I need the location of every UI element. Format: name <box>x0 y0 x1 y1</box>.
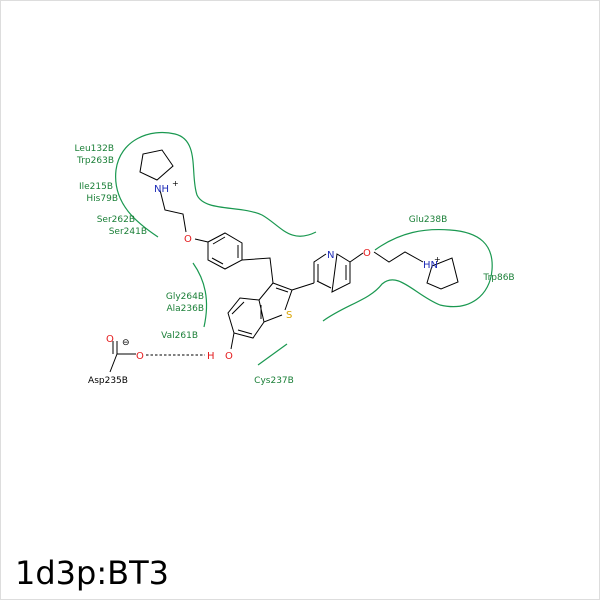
residue-trp86b: Trp86B <box>482 273 514 283</box>
biaryl-bond <box>291 282 315 291</box>
atom-o-ether-left: O <box>184 234 192 245</box>
atom-labels: NH + HN + O O N S O H O O ⊖ Asp235B <box>88 179 441 386</box>
benzo-double-bonds <box>231 301 262 335</box>
hydrophobic-contacts <box>115 131 493 366</box>
residue-ser262b: Ser262B <box>97 215 135 225</box>
contact-arc-upper-left <box>115 131 317 238</box>
methylene-bridge <box>241 257 274 284</box>
residue-ile215b: Ile215B <box>79 182 113 192</box>
residue-gly264b: Gly264B <box>166 292 204 302</box>
phenol-bond <box>230 332 235 350</box>
residue-leu132b: Leu132B <box>75 144 114 154</box>
residue-glu238b: Glu238B <box>409 215 448 225</box>
asp235-bonds <box>109 341 136 373</box>
residue-trp263b: Trp263B <box>76 156 114 166</box>
linker-right <box>373 251 424 263</box>
ether-bond-left <box>194 238 209 243</box>
benzo-ring <box>227 297 265 339</box>
atom-n-right: HN <box>423 260 438 271</box>
residue-labels: Leu132B Trp263B Ile215B His79B Ser262B S… <box>75 144 515 386</box>
charge-minus: ⊖ <box>122 338 130 348</box>
residue-cys237b: Cys237B <box>254 376 294 386</box>
ether-bond-right <box>349 252 364 263</box>
phenyl-ring <box>207 232 243 270</box>
atom-o-ether-right: O <box>363 248 371 259</box>
charge-plus-right: + <box>434 255 441 264</box>
residue-ser241b: Ser241B <box>109 227 147 237</box>
diagram-title: 1d3p:BT3 <box>15 554 169 592</box>
pyridine-ring <box>313 253 351 293</box>
atom-n-pyridine: N <box>327 250 334 261</box>
phenyl-double-bonds <box>211 236 239 265</box>
contact-arc-gly-ala <box>192 262 208 328</box>
charge-plus-left: + <box>172 179 179 188</box>
atom-s-thiophene: S <box>286 310 292 321</box>
atom-o-carbonyl: O <box>106 334 114 345</box>
pyrrolidine-ring-right <box>426 257 459 290</box>
ligand-skeleton <box>109 149 459 373</box>
linker-left <box>159 189 187 233</box>
residue-his79b: His79B <box>86 194 118 204</box>
contact-arc-cys <box>257 343 288 366</box>
residue-asp235b: Asp235B <box>88 376 128 386</box>
contact-arc-right <box>322 228 493 322</box>
atom-o-carboxylate: O <box>136 351 144 362</box>
atom-h-phenol: H <box>207 351 215 362</box>
residue-ala236b: Ala236B <box>166 304 204 314</box>
atom-n-left: NH <box>154 184 169 195</box>
pyrrolidine-ring-left <box>139 149 174 181</box>
residue-val261b: Val261B <box>161 331 198 341</box>
atom-o-phenol: O <box>225 351 233 362</box>
pyridine-double-bonds <box>316 264 347 289</box>
thiophene-double-bond <box>275 287 289 293</box>
